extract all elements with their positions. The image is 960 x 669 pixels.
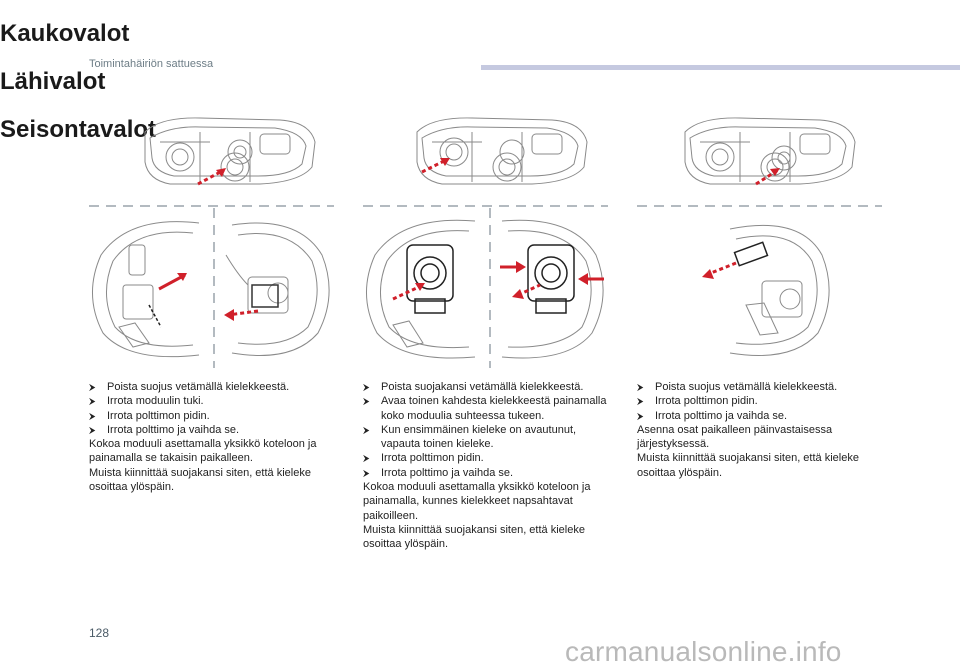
instruction-step: ⮞Avaa toinen kahdesta kielekkeestä paina…: [363, 395, 607, 422]
step-bullet-icon: ⮞: [363, 453, 370, 464]
bulb-module-release-illustration: [500, 219, 604, 359]
watermark: carmanualsonline.info: [565, 635, 842, 667]
instruction-note: Muista kiinnittää suojakansi siten, että…: [637, 452, 859, 479]
section-divider: [637, 205, 882, 207]
step-bullet-icon: ⮞: [637, 396, 644, 407]
header-accent-bar: [481, 64, 960, 70]
step-bullet-icon: ⮞: [637, 381, 644, 392]
step-bullet-icon: ⮞: [363, 396, 370, 407]
section-title: Seisontavalot: [0, 115, 157, 143]
step-bullet-icon: ⮞: [89, 396, 96, 407]
step-bullet-icon: ⮞: [363, 381, 370, 392]
headlamp-illustration: [684, 117, 856, 186]
bulb-detail-illustration: [92, 221, 200, 358]
step-bullet-icon: ⮞: [637, 410, 644, 421]
instruction-step: ⮞Irrota polttimo ja vaihda se.: [89, 423, 240, 436]
instruction-step: ⮞Irrota moduulin tuki.: [89, 395, 204, 408]
bulb-holder-illustration: [224, 222, 330, 356]
instruction-note: Kokoa moduuli asettamalla yksikkö kotelo…: [89, 438, 317, 465]
section-header: Toimintahäiriön sattuessa: [89, 57, 214, 70]
instruction-note: Muista kiinnittää suojakansi siten, että…: [89, 466, 311, 493]
instruction-step: ⮞Irrota polttimon pidin.: [89, 409, 210, 422]
vertical-divider: [213, 207, 215, 368]
step-bullet-icon: ⮞: [89, 381, 96, 392]
step-bullet-icon: ⮞: [89, 424, 96, 435]
step-bullet-icon: ⮞: [89, 410, 96, 421]
page-number: 128: [89, 625, 110, 640]
instruction-note: Asenna osat paikalleen päinvastaisessa j…: [637, 423, 833, 451]
headlamp-illustration: [416, 117, 588, 185]
instruction-step: ⮞Poista suojus vetämällä kielekkeestä.: [89, 380, 290, 393]
bulb-module-illustration: [366, 219, 476, 359]
step-bullet-icon: ⮞: [363, 467, 370, 478]
instruction-note: Muista kiinnittää suojakansi siten, että…: [363, 523, 585, 551]
section-title: Lähivalot: [0, 67, 106, 95]
vertical-divider: [489, 207, 491, 368]
instruction-step: ⮞Irrota polttimon pidin.: [363, 452, 484, 465]
instruction-step: ⮞Poista suojus vetämällä kielekkeestä.: [637, 380, 838, 393]
instruction-step: ⮞Kun ensimmäinen kieleke on avautunut, v…: [363, 423, 577, 451]
instruction-step: ⮞Irrota polttimon pidin.: [637, 395, 758, 408]
instruction-note: Kokoa moduuli asettamalla yksikkö kotelo…: [363, 480, 591, 522]
section-divider: [89, 205, 334, 207]
column-low-beam: Lähivalot: [0, 67, 960, 550]
instruction-step: ⮞Poista suojakansi vetämällä kielekkeest…: [363, 380, 584, 393]
sidelight-bulb-illustration: [702, 224, 830, 356]
column-parking-lights: Seisontavalot ⮞Poist: [0, 115, 960, 479]
instruction-step: ⮞Irrota polttimo ja vaihda se.: [637, 409, 788, 422]
column-high-beam: Kaukovalot: [0, 19, 960, 493]
headlamp-illustration: [144, 117, 316, 186]
section-divider: [363, 205, 608, 207]
instruction-step: ⮞Irrota polttimo ja vaihda se.: [363, 466, 514, 479]
section-title: Kaukovalot: [0, 19, 130, 47]
step-bullet-icon: ⮞: [363, 424, 370, 435]
